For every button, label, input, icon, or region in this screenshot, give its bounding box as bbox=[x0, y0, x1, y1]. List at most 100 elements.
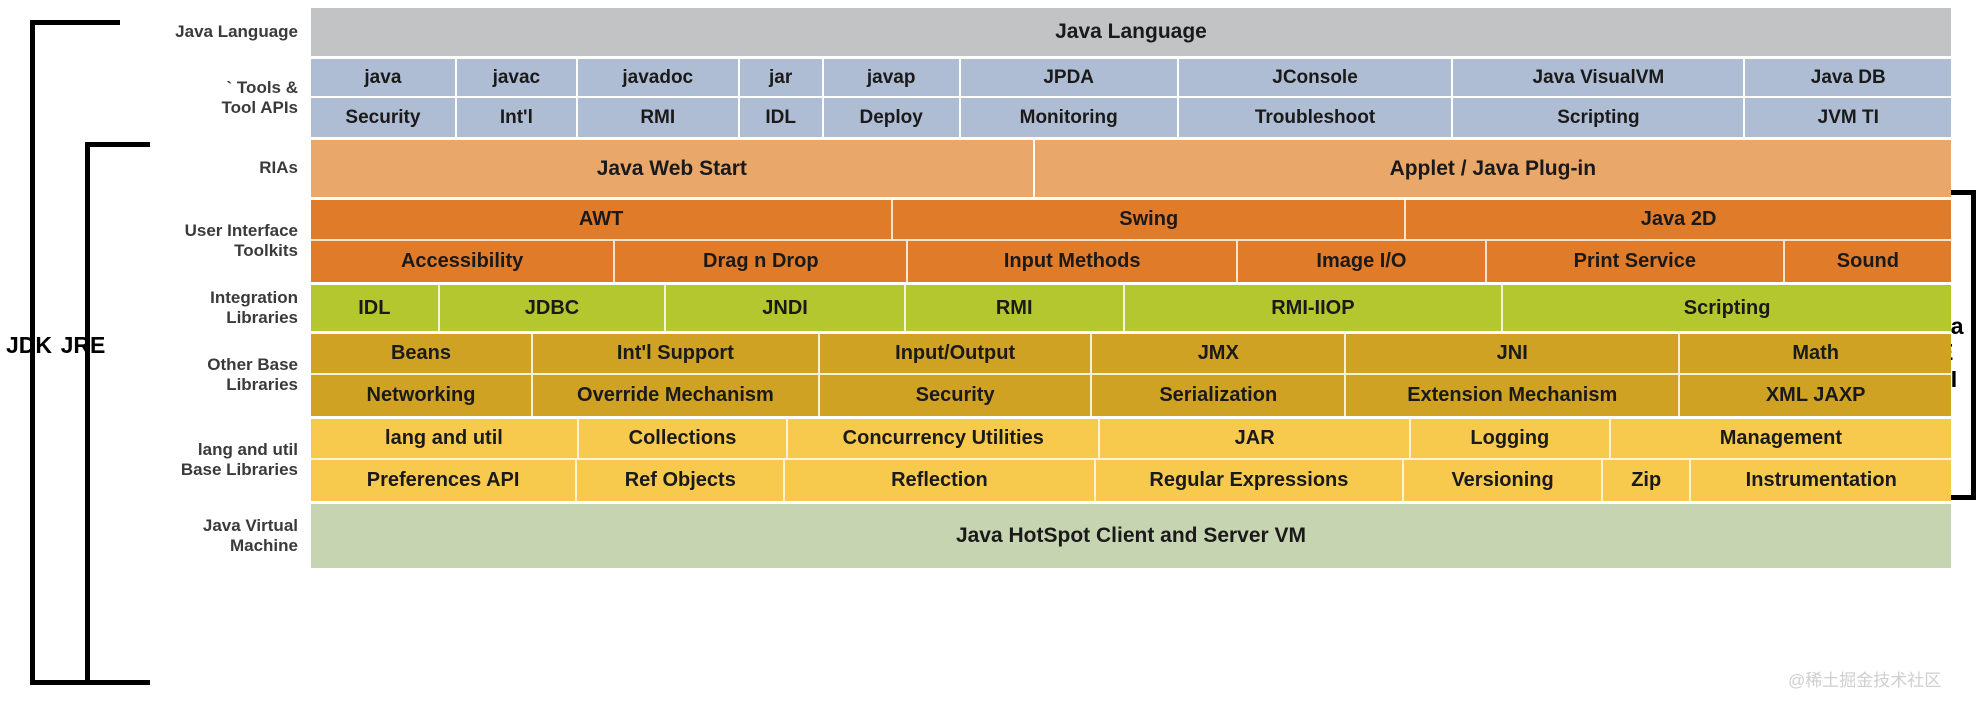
band-separator bbox=[311, 331, 1951, 334]
band-java-language: Java Language bbox=[311, 8, 1951, 56]
band-separator bbox=[311, 197, 1951, 200]
cell-jmx[interactable]: JMX bbox=[1092, 334, 1347, 375]
cell-print-service[interactable]: Print Service bbox=[1486, 241, 1785, 282]
cell-security[interactable]: Security bbox=[819, 375, 1093, 416]
cell-beans[interactable]: Beans bbox=[311, 334, 533, 375]
band-separator bbox=[311, 282, 1951, 285]
jdk-bracket-label: JDK bbox=[6, 332, 53, 358]
cell-accessibility[interactable]: Accessibility bbox=[311, 241, 616, 282]
juejin-watermark-badge: @稀土掘金技术社区 bbox=[1788, 671, 1942, 690]
cell-java[interactable]: java bbox=[311, 59, 457, 98]
row-label-lang-and-util-base-libraries: lang and util Base Libraries bbox=[180, 439, 298, 479]
cell-jdbc[interactable]: JDBC bbox=[439, 285, 667, 331]
cell-jar[interactable]: JAR bbox=[1100, 419, 1411, 460]
cell-versioning[interactable]: Versioning bbox=[1404, 460, 1603, 501]
cell-swing[interactable]: Swing bbox=[893, 200, 1407, 241]
band-row: Java Language bbox=[311, 8, 1951, 56]
cell-applet-java-plug-in[interactable]: Applet / Java Plug-in bbox=[1034, 140, 1951, 197]
cell-javac[interactable]: javac bbox=[456, 59, 578, 98]
cell-javap[interactable]: javap bbox=[823, 59, 961, 98]
cell-java-db[interactable]: Java DB bbox=[1745, 59, 1952, 98]
jdk-bracket bbox=[30, 20, 120, 685]
cell-rmi-iiop[interactable]: RMI-IIOP bbox=[1124, 285, 1504, 331]
cell-reflection[interactable]: Reflection bbox=[785, 460, 1096, 501]
row-label-other-base-libraries: Other Base Libraries bbox=[207, 354, 298, 394]
cell-scripting[interactable]: Scripting bbox=[1503, 285, 1952, 331]
cell-jpda[interactable]: JPDA bbox=[960, 59, 1179, 98]
cell-monitoring[interactable]: Monitoring bbox=[960, 98, 1179, 137]
cell-concurrency-utilities[interactable]: Concurrency Utilities bbox=[788, 419, 1101, 460]
cell-java-language[interactable]: Java Language bbox=[311, 8, 1951, 56]
cell-instrumentation[interactable]: Instrumentation bbox=[1691, 460, 1951, 501]
row-label-integration-libraries: Integration Libraries bbox=[210, 287, 298, 327]
cell-lang-and-util[interactable]: lang and util bbox=[311, 419, 579, 460]
cell-rmi[interactable]: RMI bbox=[577, 98, 740, 137]
cell-awt[interactable]: AWT bbox=[311, 200, 894, 241]
cell-serialization[interactable]: Serialization bbox=[1092, 375, 1347, 416]
band-separator bbox=[311, 501, 1951, 504]
cell-security[interactable]: Security bbox=[311, 98, 457, 137]
cell-zip[interactable]: Zip bbox=[1602, 460, 1692, 501]
watermark-number: 45 bbox=[1853, 652, 1895, 693]
cell-extension-mechanism[interactable]: Extension Mechanism bbox=[1346, 375, 1681, 416]
cell-xml-jaxp[interactable]: XML JAXP bbox=[1680, 375, 1951, 416]
cell-collections[interactable]: Collections bbox=[578, 419, 789, 460]
cell-image-i-o[interactable]: Image I/O bbox=[1237, 241, 1487, 282]
cell-java-web-start[interactable]: Java Web Start bbox=[311, 140, 1035, 197]
csdn-watermark-url: https://blog.csdn.net/weixin bbox=[1232, 654, 1689, 696]
cell-jconsole[interactable]: JConsole bbox=[1178, 59, 1454, 98]
cell-javadoc[interactable]: javadoc bbox=[577, 59, 740, 98]
cell-drag-n-drop[interactable]: Drag n Drop bbox=[615, 241, 909, 282]
cell-sound[interactable]: Sound bbox=[1784, 241, 1951, 282]
band-separator bbox=[311, 416, 1951, 419]
cell-logging[interactable]: Logging bbox=[1410, 419, 1611, 460]
cell-idl[interactable]: IDL bbox=[739, 98, 824, 137]
cell-java-visualvm[interactable]: Java VisualVM bbox=[1453, 59, 1746, 98]
cell-jndi[interactable]: JNDI bbox=[666, 285, 906, 331]
cell-deploy[interactable]: Deploy bbox=[823, 98, 961, 137]
cell-math[interactable]: Math bbox=[1680, 334, 1951, 375]
cell-regular-expressions[interactable]: Regular Expressions bbox=[1095, 460, 1405, 501]
cell-ref-objects[interactable]: Ref Objects bbox=[577, 460, 786, 501]
cell-input-methods[interactable]: Input Methods bbox=[908, 241, 1238, 282]
row-label-rias: RIAs bbox=[259, 158, 298, 178]
band-separator bbox=[311, 137, 1951, 140]
cell-jni[interactable]: JNI bbox=[1346, 334, 1681, 375]
cell-preferences-api[interactable]: Preferences API bbox=[311, 460, 578, 501]
cell-input-output[interactable]: Input/Output bbox=[819, 334, 1093, 375]
band-separator bbox=[311, 56, 1951, 59]
cell-override-mechanism[interactable]: Override Mechanism bbox=[532, 375, 820, 416]
cell-networking[interactable]: Networking bbox=[311, 375, 533, 416]
cell-java-2d[interactable]: Java 2D bbox=[1406, 200, 1951, 241]
jre-bracket bbox=[85, 142, 150, 685]
cell-scripting[interactable]: Scripting bbox=[1453, 98, 1746, 137]
band-row: Java HotSpot Client and Server VM bbox=[311, 504, 1951, 568]
cell-jvm-ti[interactable]: JVM TI bbox=[1745, 98, 1952, 137]
cell-rmi[interactable]: RMI bbox=[905, 285, 1125, 331]
cell-troubleshoot[interactable]: Troubleshoot bbox=[1178, 98, 1454, 137]
cell-int-l[interactable]: Int'l bbox=[456, 98, 578, 137]
cell-int-l-support[interactable]: Int'l Support bbox=[532, 334, 820, 375]
cell-idl[interactable]: IDL bbox=[311, 285, 440, 331]
row-label-tools-and-tool-apis: ` Tools & Tool APIs bbox=[221, 77, 299, 117]
cell-java-hotspot-client-and-server-vm[interactable]: Java HotSpot Client and Server VM bbox=[311, 504, 1951, 568]
cell-jar[interactable]: jar bbox=[739, 59, 824, 98]
band-java-virtual-machine: Java HotSpot Client and Server VM bbox=[311, 504, 1951, 568]
row-label-java-language: Java Language bbox=[175, 21, 298, 41]
cell-management[interactable]: Management bbox=[1610, 419, 1951, 460]
